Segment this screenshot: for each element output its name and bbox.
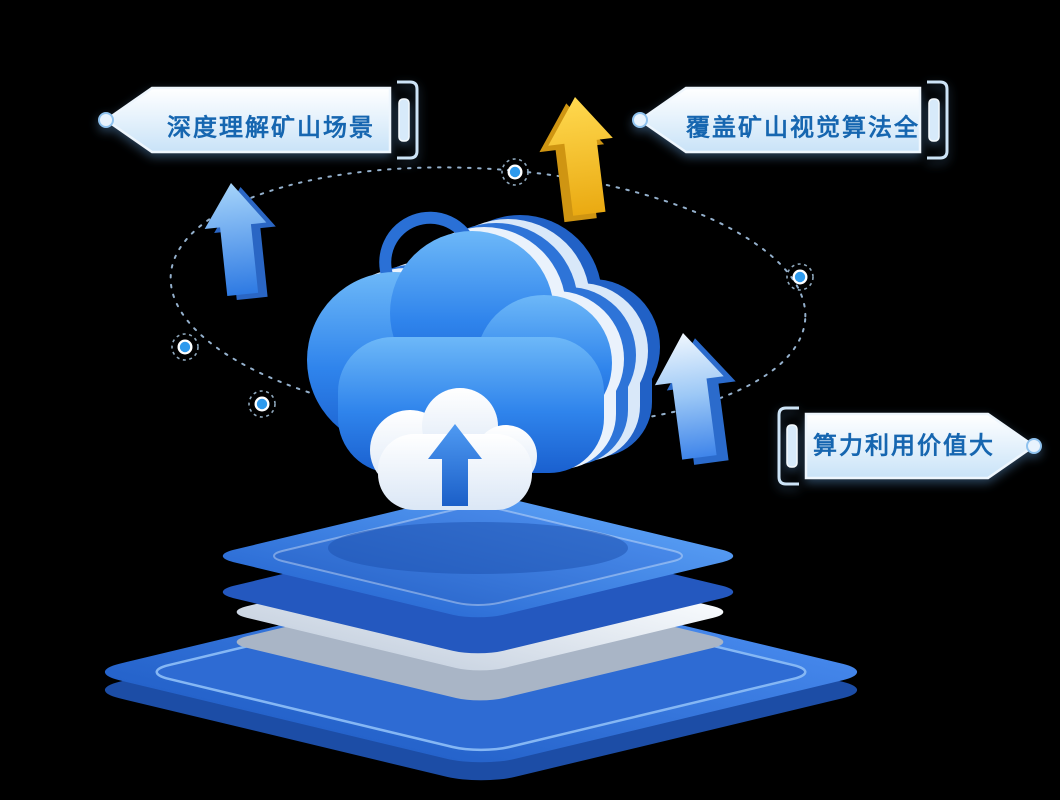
label-text: 算力利用价值大 <box>813 432 995 460</box>
upload-arrow-icon <box>428 424 482 506</box>
label-banner <box>103 86 392 154</box>
banner-bracket-icon <box>777 406 799 486</box>
label-banner <box>804 412 1037 480</box>
label-top-right: 覆盖矿山视觉算法全 <box>632 80 949 160</box>
banner-bracket-bar <box>786 424 798 468</box>
upload-cloud-icon <box>370 388 537 510</box>
label-tip-dot-icon <box>1026 438 1042 454</box>
arrow-front-face <box>542 93 622 218</box>
platform-top <box>222 494 734 654</box>
banner-bracket-bar <box>928 98 940 142</box>
up-arrow-right-icon <box>648 328 746 468</box>
orbit-node-icon <box>248 390 276 418</box>
cloud-stack <box>307 211 660 510</box>
label-right: 算力利用价值大 <box>777 406 1042 486</box>
banner-bracket-icon <box>927 80 949 160</box>
label-top-left: 深度理解矿山场景 <box>98 80 419 160</box>
label-text: 覆盖矿山视觉算法全 <box>686 114 920 142</box>
banner-bracket-icon <box>397 80 419 160</box>
label-banner <box>637 86 922 154</box>
banner-bracket-bar <box>398 98 410 142</box>
label-tip-dot-icon <box>98 112 114 128</box>
up-arrow-yellow-icon <box>533 93 622 225</box>
orbit-node-icon <box>171 333 199 361</box>
label-text: 深度理解矿山场景 <box>167 114 375 142</box>
orbit-path <box>169 166 807 428</box>
up-arrow-left-icon <box>200 179 284 302</box>
cloud-handle-arc <box>379 211 478 284</box>
label-tip-dot-icon <box>632 112 648 128</box>
cloud-shadow <box>328 522 628 574</box>
orbit-node-icon <box>501 158 529 186</box>
